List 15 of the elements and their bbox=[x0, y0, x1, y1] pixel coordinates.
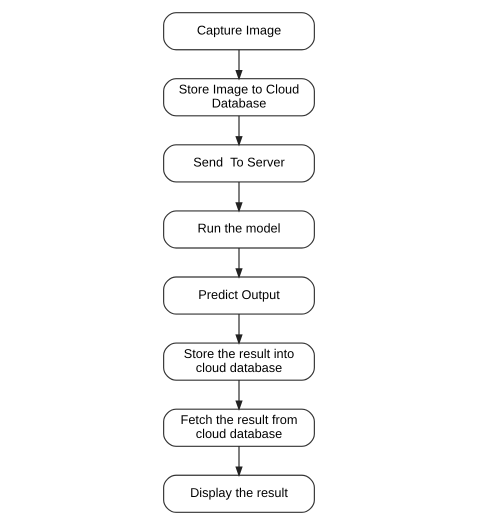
arrow bbox=[234, 116, 242, 147]
node-box: Capture Image bbox=[162, 12, 314, 50]
arrow bbox=[234, 446, 242, 477]
node-box: Predict Output bbox=[162, 276, 314, 315]
arrow bbox=[234, 314, 242, 345]
node-box: Fetch the result from cloud database bbox=[162, 408, 314, 447]
arrow bbox=[234, 182, 242, 213]
node-box: Display the result bbox=[162, 474, 314, 513]
node-box: Store Image to Cloud Database bbox=[162, 78, 314, 116]
node-box: Send To Server bbox=[162, 144, 314, 182]
node-box: Store the result into cloud database bbox=[162, 342, 314, 381]
arrow bbox=[234, 50, 242, 80]
arrow bbox=[234, 380, 242, 411]
arrow bbox=[234, 248, 242, 279]
node-box: Run the model bbox=[162, 210, 314, 249]
